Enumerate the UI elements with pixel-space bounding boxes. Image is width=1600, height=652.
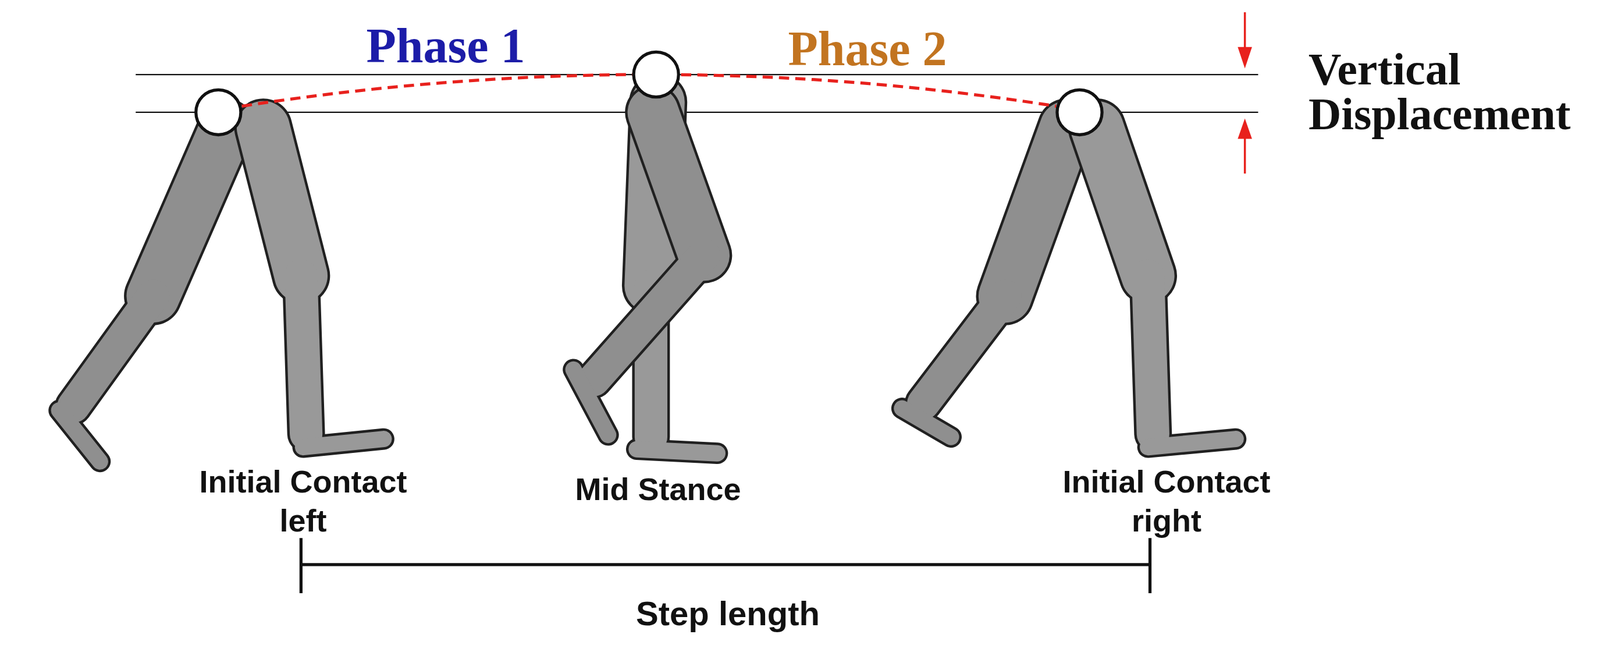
step-length-bar [300,562,1150,566]
event-label: Initial Contact right [1044,461,1289,540]
step-length-tick [299,537,303,593]
leg-figure [573,101,718,453]
shank [73,296,154,407]
thigh-outline [262,127,301,276]
displacement-arrow-shaft [1243,12,1247,52]
foot [901,408,951,437]
thigh [262,127,301,276]
thigh-outline [1096,127,1148,276]
event-label: Mid Stance [535,470,781,507]
thigh-outline [1004,127,1066,296]
hip-marker [1057,89,1102,135]
thigh [1096,127,1148,276]
hip-marker [196,89,241,135]
foot [59,410,101,462]
foot [303,438,384,447]
event-label: Initial Contact left [180,461,426,540]
thigh-outline [153,127,227,296]
hip-marker [633,51,679,97]
thigh [652,112,704,256]
thigh [153,127,227,296]
illustration-group [59,12,1259,593]
upper-reference-line [135,73,1258,76]
dimension-label: Step length [582,594,874,632]
foot-outline [303,438,384,447]
foot [636,449,718,454]
phase-label: Phase 2 [745,22,990,76]
shank [1147,275,1154,435]
phase-label: Phase 1 [323,19,568,73]
shank [923,296,1005,404]
thigh-outline [652,112,704,256]
shank-outline [73,296,154,407]
shank [594,254,704,380]
foot [1147,438,1236,447]
shank-outline [594,254,704,380]
foot-outline [636,449,718,454]
shank-outline [1147,275,1154,435]
shank [300,275,307,435]
displacement-arrowhead [1237,118,1253,139]
leg-figure [59,127,384,461]
shank-outline [300,275,307,435]
shank-outline [923,296,1005,404]
foot-outline [1147,438,1236,447]
displacement-arrow-shaft [1243,134,1247,174]
thigh [1004,127,1066,296]
step-length-tick [1148,537,1152,593]
axis-label: Vertical Displacement [1308,46,1594,137]
leg-figure [901,127,1236,447]
displacement-arrowhead [1237,47,1253,69]
foot [573,369,609,435]
